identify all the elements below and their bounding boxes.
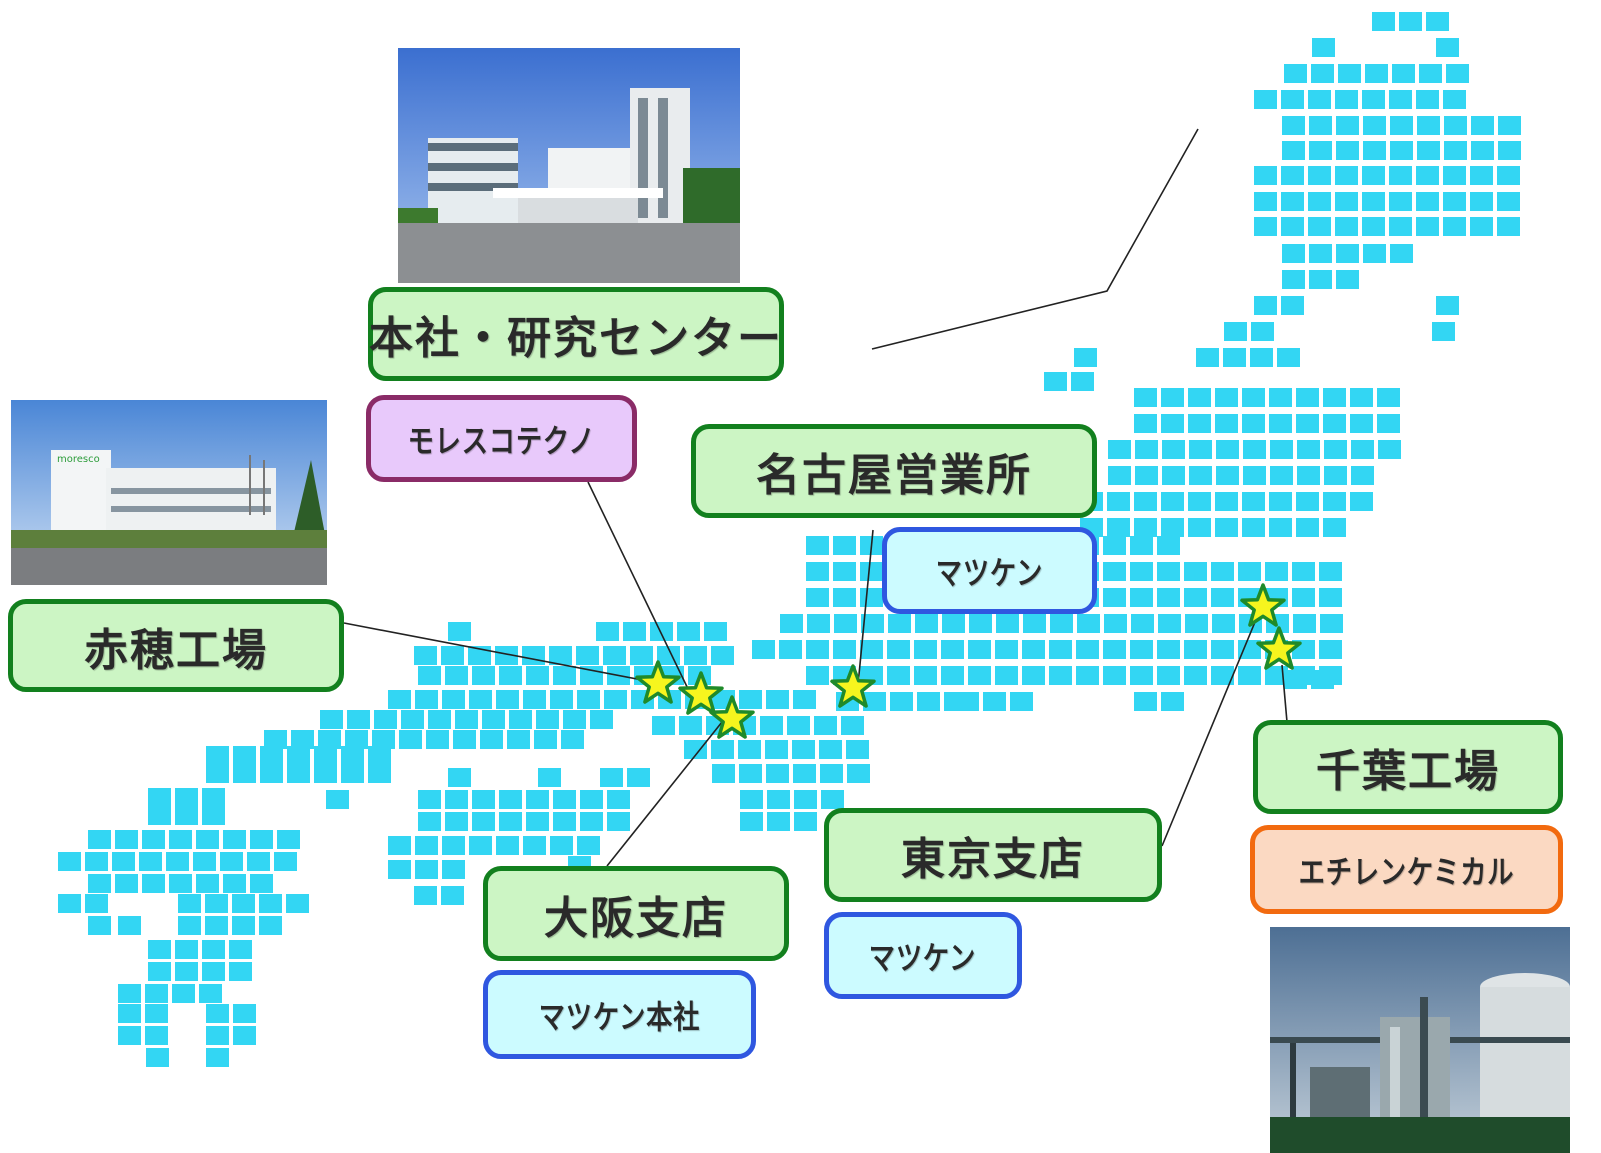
- chiba-factory-photo: [1270, 927, 1570, 1153]
- star-icon-chiba: [1256, 626, 1302, 672]
- company-label-matsuken-tokyo: マツケン: [824, 912, 1022, 999]
- company-label-ethylene-chemical: エチレンケミカル: [1250, 825, 1563, 914]
- leader-tokyo: [1161, 609, 1261, 847]
- company-label-matsuken-nagoya: マツケン: [882, 527, 1097, 614]
- hq-building-photo: [398, 48, 740, 283]
- office-label-nagoya: 名古屋営業所: [691, 424, 1097, 518]
- star-icon-nagoya: [830, 664, 876, 710]
- office-label-tokyo: 東京支店: [824, 808, 1162, 902]
- leader-lines: [343, 128, 1288, 867]
- office-label-hq: 本社・研究センター: [368, 287, 784, 381]
- company-label-moresco-techno: モレスコテクノ: [366, 395, 637, 482]
- leader-osaka: [606, 721, 723, 867]
- star-icon-ako: [635, 660, 681, 706]
- leader-ako: [343, 622, 659, 684]
- star-icon-hq: [678, 671, 724, 717]
- japan-map-tiles: [58, 12, 1521, 1067]
- okinawa-inset-divider: [871, 128, 1199, 350]
- company-label-matsuken-hq: マツケン本社: [483, 970, 756, 1059]
- leader-nagoya: [857, 529, 874, 686]
- svg-text:moresco: moresco: [57, 454, 100, 465]
- office-label-ako: 赤穂工場: [8, 599, 344, 692]
- leader-moresco-techno: [587, 481, 691, 694]
- star-icon-tokyo: [1240, 583, 1286, 629]
- office-label-chiba: 千葉工場: [1253, 720, 1563, 814]
- leader-chiba: [1281, 664, 1288, 723]
- star-icon-osaka: [709, 695, 755, 741]
- ako-building-photo: moresco: [11, 400, 327, 585]
- office-label-osaka: 大阪支店: [483, 866, 789, 961]
